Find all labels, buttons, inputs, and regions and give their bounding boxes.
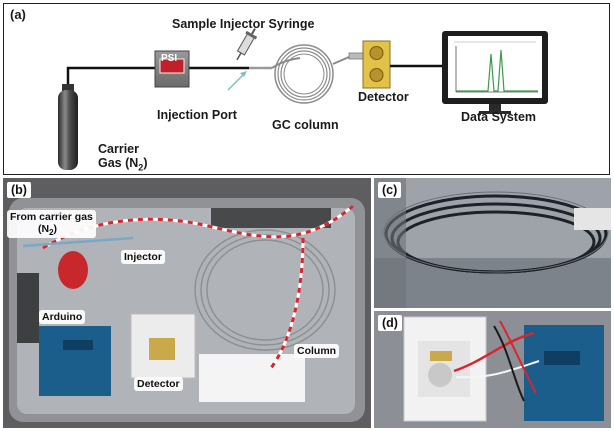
column-label: Column xyxy=(294,344,340,359)
arduino-label: Arduino xyxy=(39,310,86,325)
syringe-icon xyxy=(236,28,258,61)
panel-a-tag: (a) xyxy=(10,7,26,22)
photo-c-illustration xyxy=(374,178,611,308)
photo-panel-d: (d) xyxy=(374,311,611,428)
gc-column-coil-icon xyxy=(271,44,350,104)
psi-label: PSI xyxy=(161,53,178,64)
photo-d-illustration xyxy=(374,311,611,428)
gas-cylinder-icon xyxy=(58,84,78,170)
schematic-drawing xyxy=(58,28,548,170)
syringe-label: Sample Injector Syringe xyxy=(172,17,315,31)
detector-label: Detector xyxy=(358,90,409,104)
chromatogram-peaks xyxy=(456,49,538,92)
detector-photo-label: Detector xyxy=(134,377,183,392)
panel-b-tag: (b) xyxy=(7,182,31,198)
schematic-panel: (a) Sample Injector Syringe PSI Injectio… xyxy=(3,3,610,175)
gas-line-cylinder xyxy=(66,66,157,89)
carrier-gas-label: Carrier Gas (N2) xyxy=(98,142,147,173)
gc-column-label: GC column xyxy=(272,118,339,132)
detector-icon xyxy=(362,40,391,89)
data-system-label: Data System xyxy=(461,110,537,124)
photo-panel-b: (b) From carrier gas (N2) Injector Ardui… xyxy=(3,178,371,428)
injection-port-arrow xyxy=(227,71,247,91)
panel-d-tag: (d) xyxy=(378,315,402,331)
injection-port-label: Injection Port xyxy=(157,108,237,122)
photo-panel-c: (c) xyxy=(374,178,611,308)
injector-label: Injector xyxy=(121,250,165,265)
from-carrier-gas-label: From carrier gas (N2) xyxy=(7,210,96,239)
panel-c-tag: (c) xyxy=(378,182,402,198)
carrier-gas-line1: Carrier xyxy=(98,142,139,156)
pressure-regulator-icon xyxy=(154,50,190,88)
monitor-icon xyxy=(442,31,548,114)
carrier-gas-line2: Gas (N2) xyxy=(98,156,148,173)
